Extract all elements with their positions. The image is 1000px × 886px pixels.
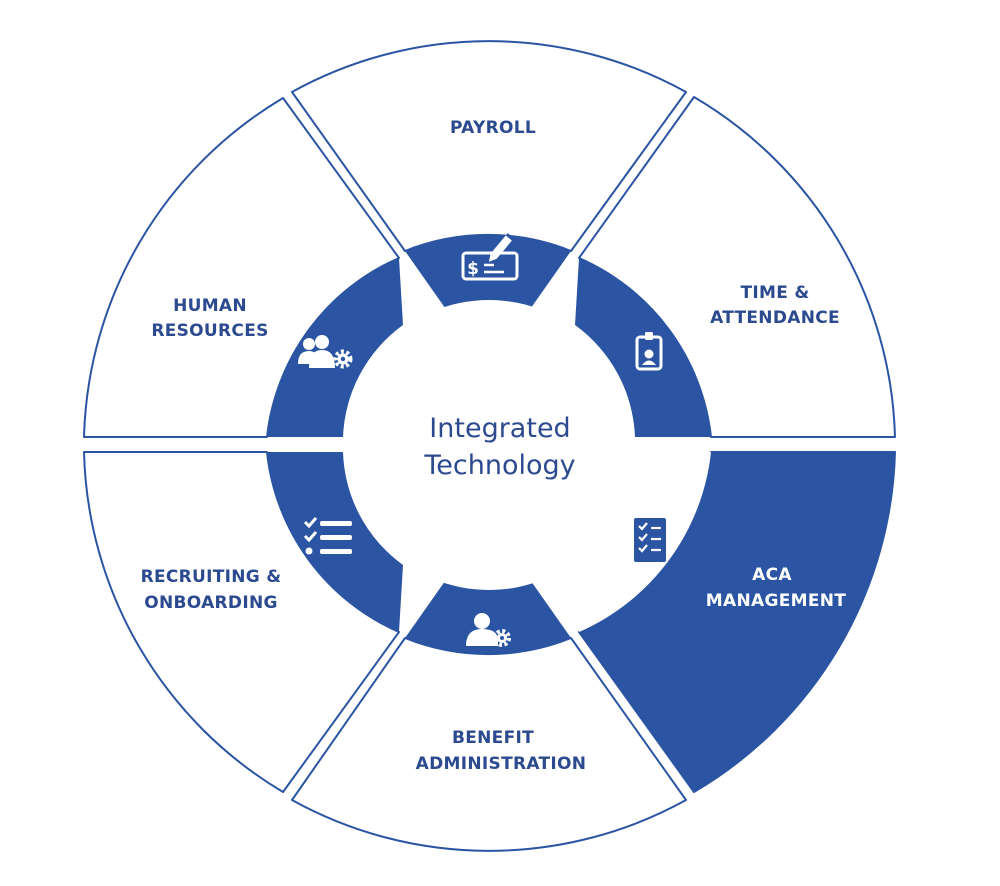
label-recruiting-onboarding-1: RECRUITING & [141, 567, 282, 587]
label-benefit-administration-2: ADMINISTRATION [416, 754, 587, 774]
checklist-document-icon [634, 518, 666, 562]
center-circle [344, 300, 634, 590]
center-title-line2: Technology [423, 450, 575, 481]
ring-payroll [405, 234, 571, 315]
ring-benefit-administration [405, 574, 571, 655]
ring-time-attendance [575, 258, 711, 437]
label-time-attendance-1: TIME & [741, 283, 810, 303]
checklist-icon [303, 517, 352, 555]
svg-text:$: $ [467, 259, 479, 279]
label-recruiting-onboarding-2: ONBOARDING [144, 593, 278, 613]
user-gear-icon [466, 613, 511, 647]
label-aca-management-2: MANAGEMENT [706, 591, 846, 611]
label-time-attendance-2: ATTENDANCE [710, 308, 840, 328]
id-badge-icon [635, 332, 663, 371]
center-title-line1: Integrated [429, 413, 570, 444]
label-human-resources-1: HUMAN [173, 296, 247, 316]
label-aca-management-1: ACA [752, 565, 792, 585]
label-benefit-administration-1: BENEFIT [452, 728, 534, 748]
team-gear-icon [298, 335, 353, 369]
ring-recruiting-onboarding [267, 452, 403, 632]
check-dollar-icon: $ [461, 233, 519, 281]
label-payroll: PAYROLL [450, 118, 536, 138]
ring-human-resources [267, 258, 403, 437]
label-human-resources-2: RESOURCES [151, 321, 268, 341]
